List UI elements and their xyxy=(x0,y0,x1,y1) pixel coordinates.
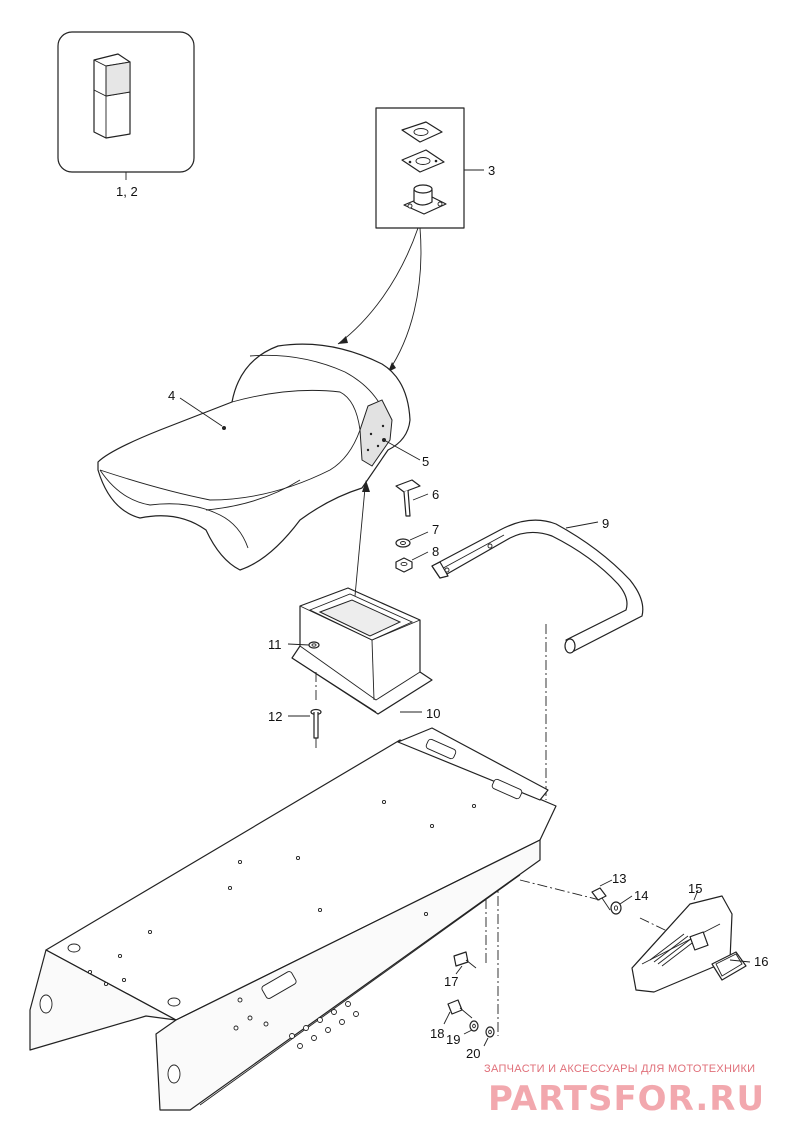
callout-12: 12 xyxy=(268,709,282,724)
callout-16: 16 xyxy=(754,954,768,969)
watermark-brand: PARTSFOR.RU xyxy=(488,1079,765,1119)
callout-13: 13 xyxy=(612,871,626,886)
callout-10: 10 xyxy=(426,706,440,721)
callout-5: 5 xyxy=(422,454,429,469)
callout-9: 9 xyxy=(602,516,609,531)
callout-7: 7 xyxy=(432,522,439,537)
seat-drawing xyxy=(97,343,421,571)
watermark: ЗАПЧАСТИ И АКСЕССУАРЫ ДЛЯ МОТОТЕХНИКИ PA… xyxy=(484,1063,765,1119)
callout-14: 14 xyxy=(634,888,648,903)
callout-3: 3 xyxy=(488,163,495,178)
reflector-drawing xyxy=(711,951,751,981)
screw-17-drawing xyxy=(453,951,477,975)
nut-drawing xyxy=(395,551,429,573)
screw-13-drawing xyxy=(591,879,613,911)
grab-handle-drawing xyxy=(431,519,644,654)
rivet-drawing xyxy=(288,672,322,748)
callout-20: 20 xyxy=(466,1046,480,1061)
callout-19: 19 xyxy=(446,1032,460,1047)
watermark-tagline: ЗАПЧАСТИ И АКСЕССУАРЫ ДЛЯ МОТОТЕХНИКИ xyxy=(484,1063,755,1075)
seat-cover-swatch-drawing xyxy=(93,53,131,139)
callout-15: 15 xyxy=(688,881,702,896)
tunnel-vent-holes xyxy=(233,997,359,1049)
latch-base xyxy=(403,184,447,215)
callout-6: 6 xyxy=(432,487,439,502)
callout-4: 4 xyxy=(168,388,175,403)
callout-11: 11 xyxy=(268,637,282,652)
bolt-18-drawing xyxy=(443,999,473,1025)
t-bolt-drawing xyxy=(395,479,429,517)
latch-to-seat-arrows xyxy=(337,227,422,373)
callout-1-2: 1, 2 xyxy=(116,184,138,199)
washer-20-drawing xyxy=(483,1026,495,1047)
washer-19-drawing xyxy=(463,1020,479,1035)
inset-box-parts-1-2 xyxy=(57,31,195,180)
callout-18: 18 xyxy=(430,1026,444,1041)
latch-plate-middle xyxy=(401,149,445,173)
callout-labels: 1, 2 3 4 5 6 7 8 9 11 10 12 13 14 15 16 … xyxy=(116,163,768,1061)
callout-8: 8 xyxy=(432,544,439,559)
storage-box-drawing xyxy=(287,480,433,715)
washer-14-drawing xyxy=(610,895,633,915)
rear-cap-ribs xyxy=(649,933,697,967)
inset-box-part-3 xyxy=(375,107,484,229)
callout-17: 17 xyxy=(444,974,458,989)
latch-plate-top xyxy=(401,121,443,143)
tunnel-frame-drawing xyxy=(29,727,557,1111)
rear-cap-drawing xyxy=(631,889,733,993)
washer-drawing xyxy=(395,531,429,548)
tunnel-rivet-holes xyxy=(87,799,477,987)
